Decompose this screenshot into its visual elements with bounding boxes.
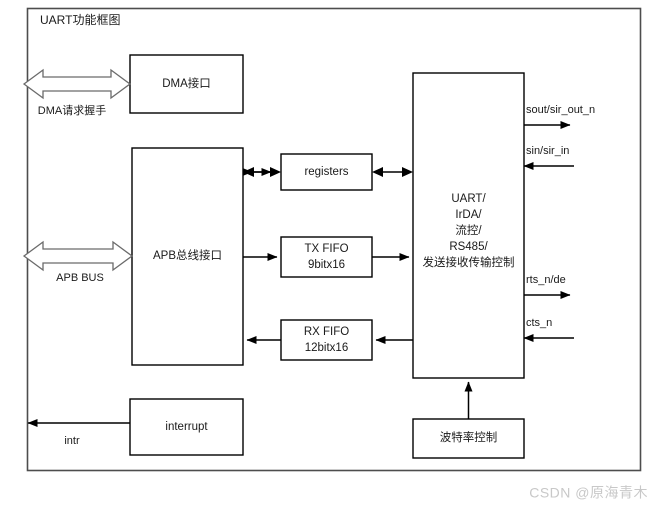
block-uart-core-label-line2: IrDA/ xyxy=(455,209,482,221)
block-uart-core-label-line5: 发送接收传输控制 xyxy=(423,255,515,269)
signal-sin-label: sin/sir_in xyxy=(526,145,569,157)
block-dma-interface-label: DMA接口 xyxy=(162,77,211,90)
signal-rts-label: rts_n/de xyxy=(526,274,566,286)
page-title: UART功能框图 xyxy=(40,13,120,27)
block-uart-core xyxy=(412,72,525,379)
block-interrupt xyxy=(129,398,244,456)
block-uart-core-label-line1: UART/ xyxy=(451,193,486,205)
block-rx-fifo-label-line2: 12bitx16 xyxy=(305,342,348,354)
signal-sout-label: sout/sir_out_n xyxy=(526,104,595,116)
block-dma-interface xyxy=(129,54,244,114)
signal-apb-bus-label: APB BUS xyxy=(56,272,104,284)
block-uart-core-label-line3: 流控/ xyxy=(455,223,482,237)
block-tx-fifo xyxy=(280,236,373,278)
block-baud-rate-control-label: 波特率控制 xyxy=(440,430,498,444)
block-tx-fifo-label-line1: TX FIFO xyxy=(304,243,348,255)
arrowheads-apb-registers xyxy=(243,167,281,177)
arrow-apb-bus xyxy=(22,240,134,272)
watermark: CSDN @原海青木 xyxy=(529,485,648,501)
block-apb-bus-interface xyxy=(131,147,244,366)
signal-dma-handshake-label: DMA请求握手 xyxy=(38,103,106,117)
arrowheads-registers-uart xyxy=(372,167,413,177)
arrow-dma-handshake xyxy=(22,68,132,100)
block-registers-label: registers xyxy=(304,166,348,178)
block-baud-rate-control xyxy=(412,418,525,459)
signal-intr-label: intr xyxy=(64,435,80,447)
block-apb-bus-interface-label: APB总线接口 xyxy=(153,248,222,262)
block-uart-core-label-line4: RS485/ xyxy=(449,241,488,253)
signal-cts-label: cts_n xyxy=(526,317,552,329)
block-rx-fifo xyxy=(280,319,373,361)
block-interrupt-label: interrupt xyxy=(165,421,208,433)
block-tx-fifo-label-line2: 9bitx16 xyxy=(308,259,345,271)
block-rx-fifo-label-line1: RX FIFO xyxy=(304,326,349,338)
